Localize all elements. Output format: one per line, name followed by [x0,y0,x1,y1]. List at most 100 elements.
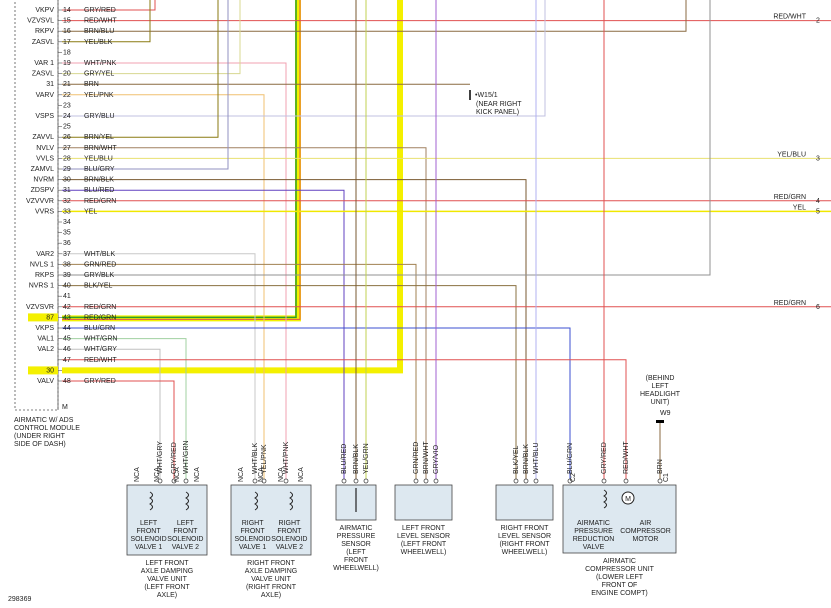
wire-code: YEL [84,208,97,215]
wire-code: YEL/BLK [84,39,113,46]
component-box [126,484,208,556]
wire-code: WHT/GRN [84,336,117,343]
edge-ref-number: 5 [816,208,820,215]
subcomponent-caption: LEFT [140,520,158,527]
module-outline [14,0,59,411]
module-pin-number: 21 [63,81,71,88]
component-caption: VALVE UNIT [147,576,188,583]
wire-code: BLU/GRN [84,325,115,332]
module-pin-name: ZAVVL [32,134,54,141]
component-caption: AIRMATIC [340,525,373,532]
module-pin-number: 39 [63,272,71,279]
edge-wire-code: RED/GRN [774,194,806,201]
wire-40 [62,285,517,480]
motor-letter: M [625,496,631,503]
wire-20 [62,0,241,75]
terminal [171,478,177,484]
module-pin-number: 16 [63,28,71,35]
headlight-caption: HEADLIGHT [640,391,681,398]
terminal [657,478,663,484]
component-caption: (LOWER LEFT [596,574,644,581]
diagram-id: 298369 [8,596,31,603]
subcomponent-caption: VALVE 2 [172,544,199,551]
module-pin-number: 44 [63,325,71,332]
module-caption: AIRMATIC W/ ADS [14,417,74,424]
module-pin-number: 22 [63,92,71,99]
wire-87 [62,0,297,319]
wire-48 [62,380,175,480]
edge-ref-number: 6 [816,304,820,311]
wire-22 [62,94,265,480]
module-pin-number: 37 [63,251,71,258]
motor-icon [621,491,635,505]
module-pin-number: 19 [63,60,71,67]
wire-code: YEL/BLU [84,155,113,162]
component-caption: COMPRESSOR UNIT [585,566,655,573]
terminal [433,478,439,484]
headlight-caption: UNIT) [651,399,670,406]
module-pin-number: 18 [63,49,71,56]
component-caption: (LEFT [346,549,366,556]
module-pin-number: 40 [63,283,71,290]
wire-code: BLU/GRY [84,166,115,173]
module-pin-number: 36 [63,240,71,247]
module-pin-name: ZASVL [32,71,54,78]
wire-code: GRY/BLK [84,272,115,279]
edge-wire-code: YEL [793,204,806,211]
subcomponent-caption: PRESSURE [574,528,613,535]
coil-icon [603,489,607,509]
module-pin-number: 20 [63,71,71,78]
module-pin-name: VSPS [35,113,54,120]
wire-26 [62,0,219,138]
wire-16 [62,0,687,32]
module-pin-name: ZASVL [32,39,54,46]
subcomponent-caption: RIGHT [242,520,265,527]
wire-code: WHT/PNK [84,60,117,67]
module-caption: (UNDER RIGHT [14,433,66,440]
subcomponent-caption: SOLENOID [131,536,167,543]
connector-letter: M [62,404,68,411]
component-box [495,484,554,521]
wire-87-highlight [62,0,301,322]
module-pin-name: ZDSPV [31,187,55,194]
component-caption: SENSOR [341,541,371,548]
wire-code: GRN/RED [84,261,116,268]
component-caption: AIRMATIC [603,558,636,565]
subcomponent-caption: AIR [640,520,652,527]
module-pin-name: RKPS [35,272,54,279]
module-pin-number: 15 [63,18,71,25]
pin-highlight [28,366,58,375]
edge-ref-number: 3 [816,155,820,162]
component-caption: WHEELWELL) [401,549,447,556]
wire-27 [62,147,427,480]
wire-code: RED/GRN [84,314,116,321]
module-pin-number: 46 [63,346,71,353]
pin-tag: NCA [298,467,305,482]
wire-37 [62,253,256,480]
wire-29 [62,0,229,170]
component-box [562,484,677,554]
headlight-id: W9 [660,410,671,417]
component-wire-code: BRN [657,459,664,474]
pin-tag: NCA [278,467,285,482]
edge-wire-code: RED/GRN [774,300,806,307]
component-caption: WHEELWELL) [333,565,379,572]
module-pin-number: 38 [63,261,71,268]
component-wire-code: GRY/VIO [433,444,440,474]
subcomponent-caption: MOTOR [633,536,659,543]
edge-wire-code: YEL/BLU [777,151,806,158]
component-caption: RIGHT FRONT [501,525,549,532]
module-pin-number: 30 [63,177,71,184]
component-caption: AXLE) [157,592,177,599]
wire-code: WHT/BLK [84,251,115,258]
wire-47 [62,359,627,480]
wire-39 [62,0,711,276]
edge-wire-code: RED/WHT [773,14,806,21]
wire-46 [62,348,161,480]
wire-code: BLK/YEL [84,283,113,290]
component-caption: LEFT FRONT [402,525,446,532]
subcomponent-caption: LEFT [177,520,195,527]
edge-ref-number: 4 [816,198,820,205]
headlight-caption: (BEHIND [646,375,675,382]
